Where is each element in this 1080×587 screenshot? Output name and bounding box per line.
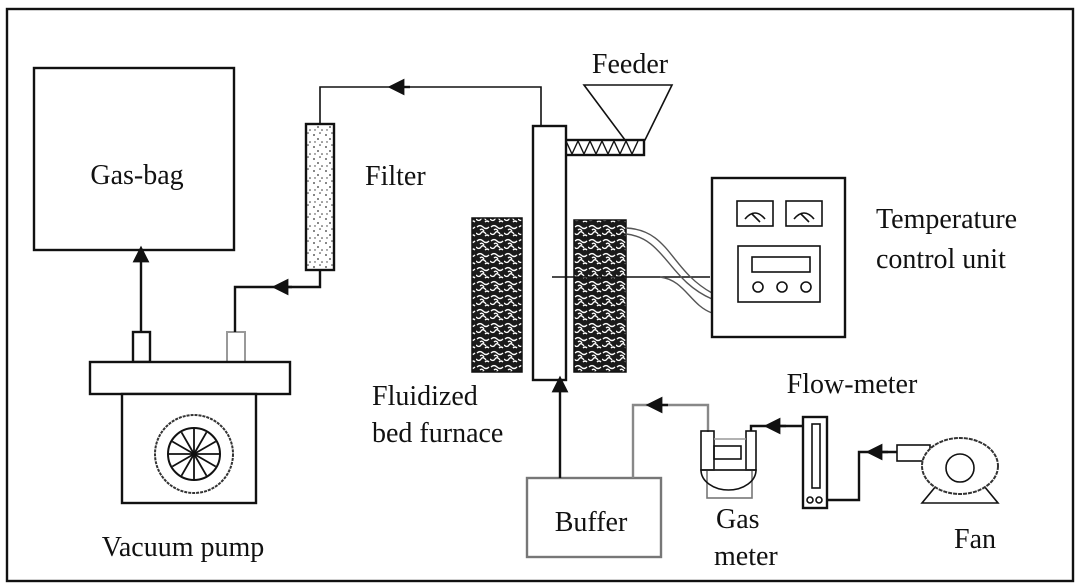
furnace-label-line1: Fluidized (372, 381, 478, 412)
buffer-label: Buffer (555, 507, 628, 538)
impeller-spoke (193, 440, 217, 455)
flow-meter: Flow-meter (787, 369, 918, 510)
filter: Filter (304, 122, 426, 272)
gasmeter-to-buffer-line (631, 403, 710, 478)
impeller-spoke (193, 431, 208, 455)
gas-bag-label: Gas-bag (90, 160, 183, 191)
vacuum-pump: Vacuum pump (88, 330, 292, 563)
impeller-spoke (171, 440, 195, 455)
gas-meter: Gas meter (700, 430, 778, 572)
fan-label: Fan (954, 524, 996, 555)
impeller-icon (169, 429, 219, 479)
feeder: Feeder (562, 49, 674, 157)
filter-label: Filter (365, 161, 426, 192)
furnace-to-filter-line (319, 86, 542, 126)
gas-bag: Gas-bag (32, 66, 236, 252)
flow-meter-label: Flow-meter (787, 369, 918, 400)
buffer: Buffer (525, 476, 663, 559)
gas-meter-label-line1: Gas (716, 504, 760, 535)
temperature-control-unit: Temperature control unit (710, 176, 1017, 339)
impeller-spoke (171, 453, 195, 468)
filter-to-pump-line (233, 270, 322, 332)
vacuum-pump-label: Vacuum pump (102, 532, 265, 563)
impeller-spoke (193, 453, 217, 468)
feeder-label: Feeder (592, 49, 669, 80)
impeller-spoke (180, 431, 195, 455)
figure-border (5, 7, 1075, 583)
fluidized-bed-furnace: Fluidized bed furnace (372, 124, 710, 449)
temperature-control-label-line2: control unit (876, 244, 1006, 275)
furnace-label-line2: bed furnace (372, 418, 503, 449)
temperature-control-label-line1: Temperature (876, 204, 1017, 235)
impeller-spoke (193, 453, 208, 477)
impeller-spoke (180, 453, 195, 477)
gas-meter-label-line2: meter (714, 541, 778, 572)
fan-to-flowmeter-line (827, 450, 897, 502)
fan: Fan (896, 437, 1000, 555)
